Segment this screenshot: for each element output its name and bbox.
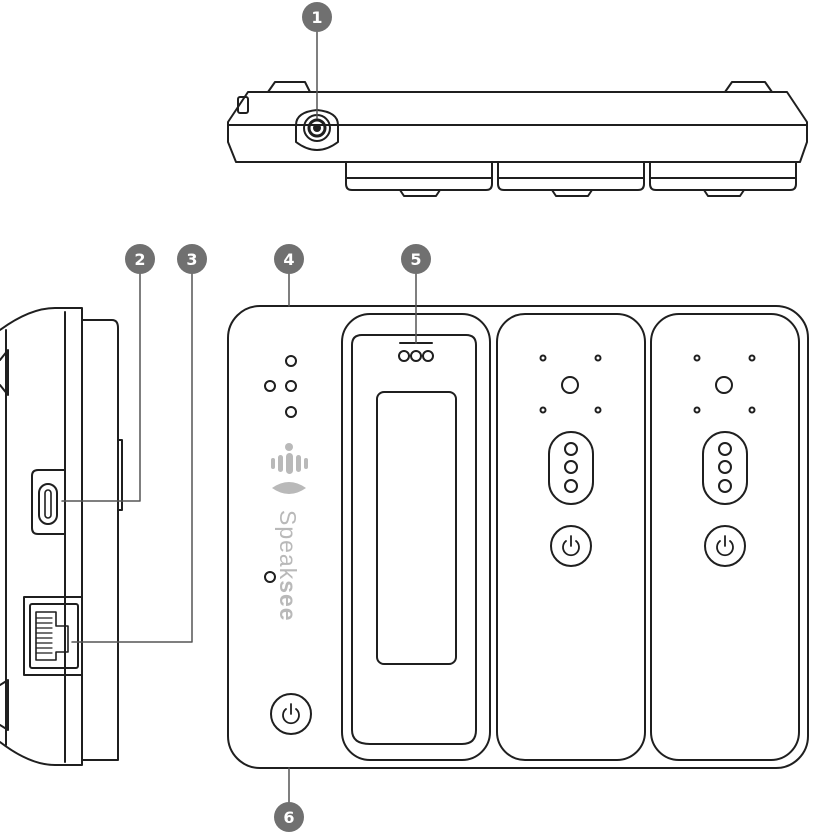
brand-bold-part: see (275, 580, 301, 621)
side-view (0, 307, 123, 766)
top-view-round-jack (295, 109, 339, 151)
power-icon (562, 535, 580, 557)
callout-6: 6 (274, 802, 304, 832)
brand-text: Speaksee (275, 510, 301, 622)
callout-3-number: 3 (186, 250, 197, 269)
callout-leader-lines (61, 31, 417, 803)
logo-dot-icon (285, 443, 293, 451)
logo-leaf-icon (272, 482, 306, 494)
front-view (227, 305, 809, 769)
led-indicator-icon (285, 380, 297, 392)
callout-4-number: 4 (283, 250, 294, 269)
callout-5: 5 (401, 244, 431, 274)
led-indicator-icon (264, 571, 276, 583)
callout-1: 1 (302, 2, 332, 32)
callout-5-number: 5 (410, 250, 421, 269)
side-view-usb-c-port (31, 469, 66, 535)
top-view (227, 81, 808, 197)
main-power-button (270, 693, 312, 735)
receiver-slot-2 (496, 313, 646, 761)
brand-light-part: Speak (275, 510, 301, 580)
callout-2: 2 (125, 244, 155, 274)
usb-c-icon (38, 483, 58, 525)
ethernet-icon (29, 603, 79, 669)
device-body (227, 305, 809, 769)
side-view-ethernet-port (23, 596, 83, 676)
power-icon (716, 535, 734, 557)
led-indicator-icon (264, 380, 276, 392)
callout-6-number: 6 (283, 808, 294, 827)
led-indicator-icon (285, 406, 297, 418)
front-view-transmitter-slot (341, 313, 491, 761)
power-icon (282, 703, 300, 725)
callout-1-number: 1 (311, 8, 322, 27)
callout-3: 3 (177, 244, 207, 274)
receiver-slot-3 (650, 313, 800, 761)
speaksee-logo: Speaksee (271, 443, 308, 622)
callout-4: 4 (274, 244, 304, 274)
callout-2-number: 2 (134, 250, 145, 269)
led-indicator-icon (285, 355, 297, 367)
